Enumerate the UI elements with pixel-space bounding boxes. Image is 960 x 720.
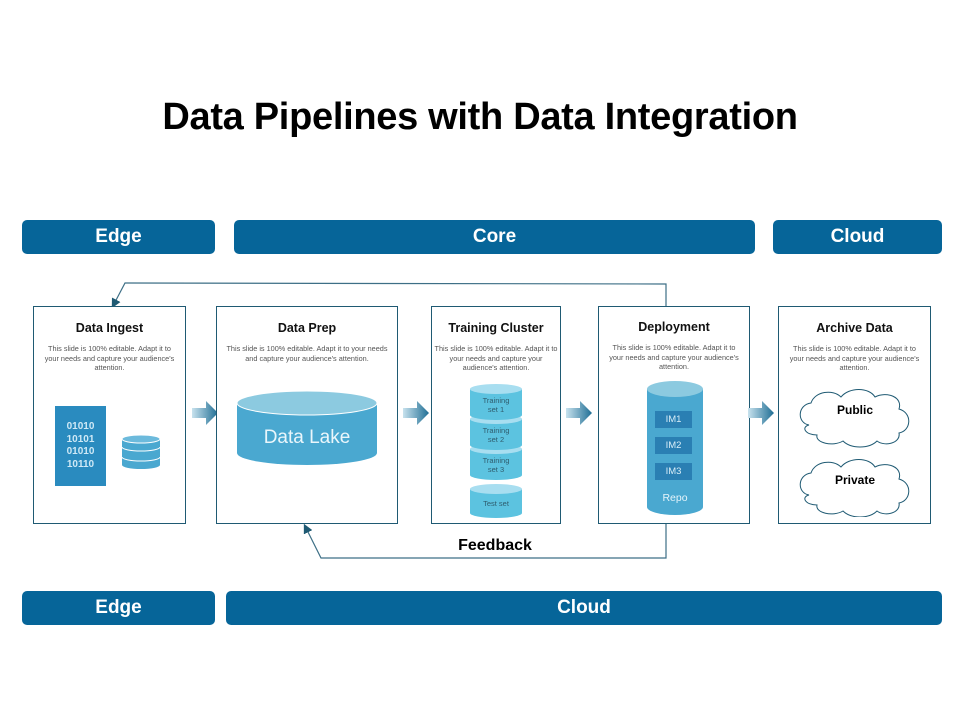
stage-description: This slide is 100% editable. Adapt it to… <box>609 343 739 372</box>
repo-label: Repo <box>662 492 688 504</box>
training-set-1-cylinder <box>470 384 522 420</box>
binary-data-icon: 01010 10101 01010 10110 <box>55 406 106 486</box>
band-core-top: Core <box>234 220 755 254</box>
stage-title: Deployment <box>638 320 710 334</box>
flow-arrow-icon <box>403 401 429 425</box>
private-cloud-label: Private <box>834 473 876 487</box>
stage-deployment: Deployment This slide is 100% editable. … <box>598 306 750 524</box>
image-im3: IM3 <box>655 463 692 480</box>
stage-title: Data Ingest <box>75 321 144 335</box>
feedback-connector <box>303 523 667 559</box>
image-im2: IM2 <box>655 437 692 454</box>
stage-archive-data: Archive Data This slide is 100% editable… <box>778 306 931 524</box>
test-set-label: Test set <box>483 499 509 508</box>
stage-title: Archive Data <box>816 321 893 335</box>
flow-arrow-icon <box>566 401 592 425</box>
training-sets-stack <box>470 384 522 518</box>
test-set-cylinder <box>470 484 522 518</box>
band-edge-top: Edge <box>22 220 215 254</box>
image-im1: IM1 <box>655 411 692 428</box>
database-icon <box>121 434 161 469</box>
band-cloud-top: Cloud <box>773 220 942 254</box>
stage-title: Training Cluster <box>448 321 544 335</box>
stage-data-prep: Data Prep This slide is 100% editable. A… <box>216 306 398 524</box>
public-cloud-icon <box>799 389 910 448</box>
stage-description: This slide is 100% editable. Adapt it to… <box>44 344 175 373</box>
band-cloud-bottom: Cloud <box>226 591 942 625</box>
stage-description: This slide is 100% editable. Adapt it to… <box>226 344 388 363</box>
stage-data-ingest: Data Ingest This slide is 100% editable.… <box>33 306 186 524</box>
feedback-label: Feedback <box>458 537 532 554</box>
data-lake-cylinder <box>236 390 378 465</box>
page-title: Data Pipelines with Data Integration <box>162 96 798 138</box>
public-cloud-label: Public <box>836 403 873 417</box>
stage-title: Data Prep <box>277 321 337 335</box>
stage-training-cluster: Training Cluster This slide is 100% edit… <box>431 306 561 524</box>
flow-arrow-icon <box>748 401 774 425</box>
private-cloud-icon <box>799 459 910 517</box>
stage-description: This slide is 100% editable. Adapt it to… <box>434 344 558 373</box>
stage-description: This slide is 100% editable. Adapt it to… <box>789 344 920 373</box>
data-lake-label: Data Lake <box>263 427 351 448</box>
flow-arrow-icon <box>192 401 218 425</box>
clouds-graphic <box>799 389 910 517</box>
top-loop-connector <box>111 282 667 309</box>
band-edge-bottom: Edge <box>22 591 215 625</box>
